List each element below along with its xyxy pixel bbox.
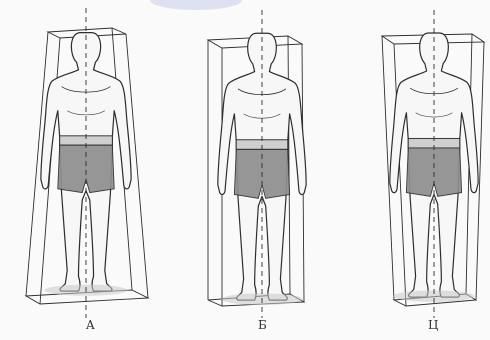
figure-a (26, 8, 148, 318)
figure-c (382, 10, 484, 318)
figure-label-c: Ц (428, 318, 438, 332)
figure-b (208, 10, 306, 318)
logo-blob (150, 0, 242, 10)
figure-label-b: Б (258, 318, 267, 332)
figure-label-a: A (86, 318, 95, 332)
